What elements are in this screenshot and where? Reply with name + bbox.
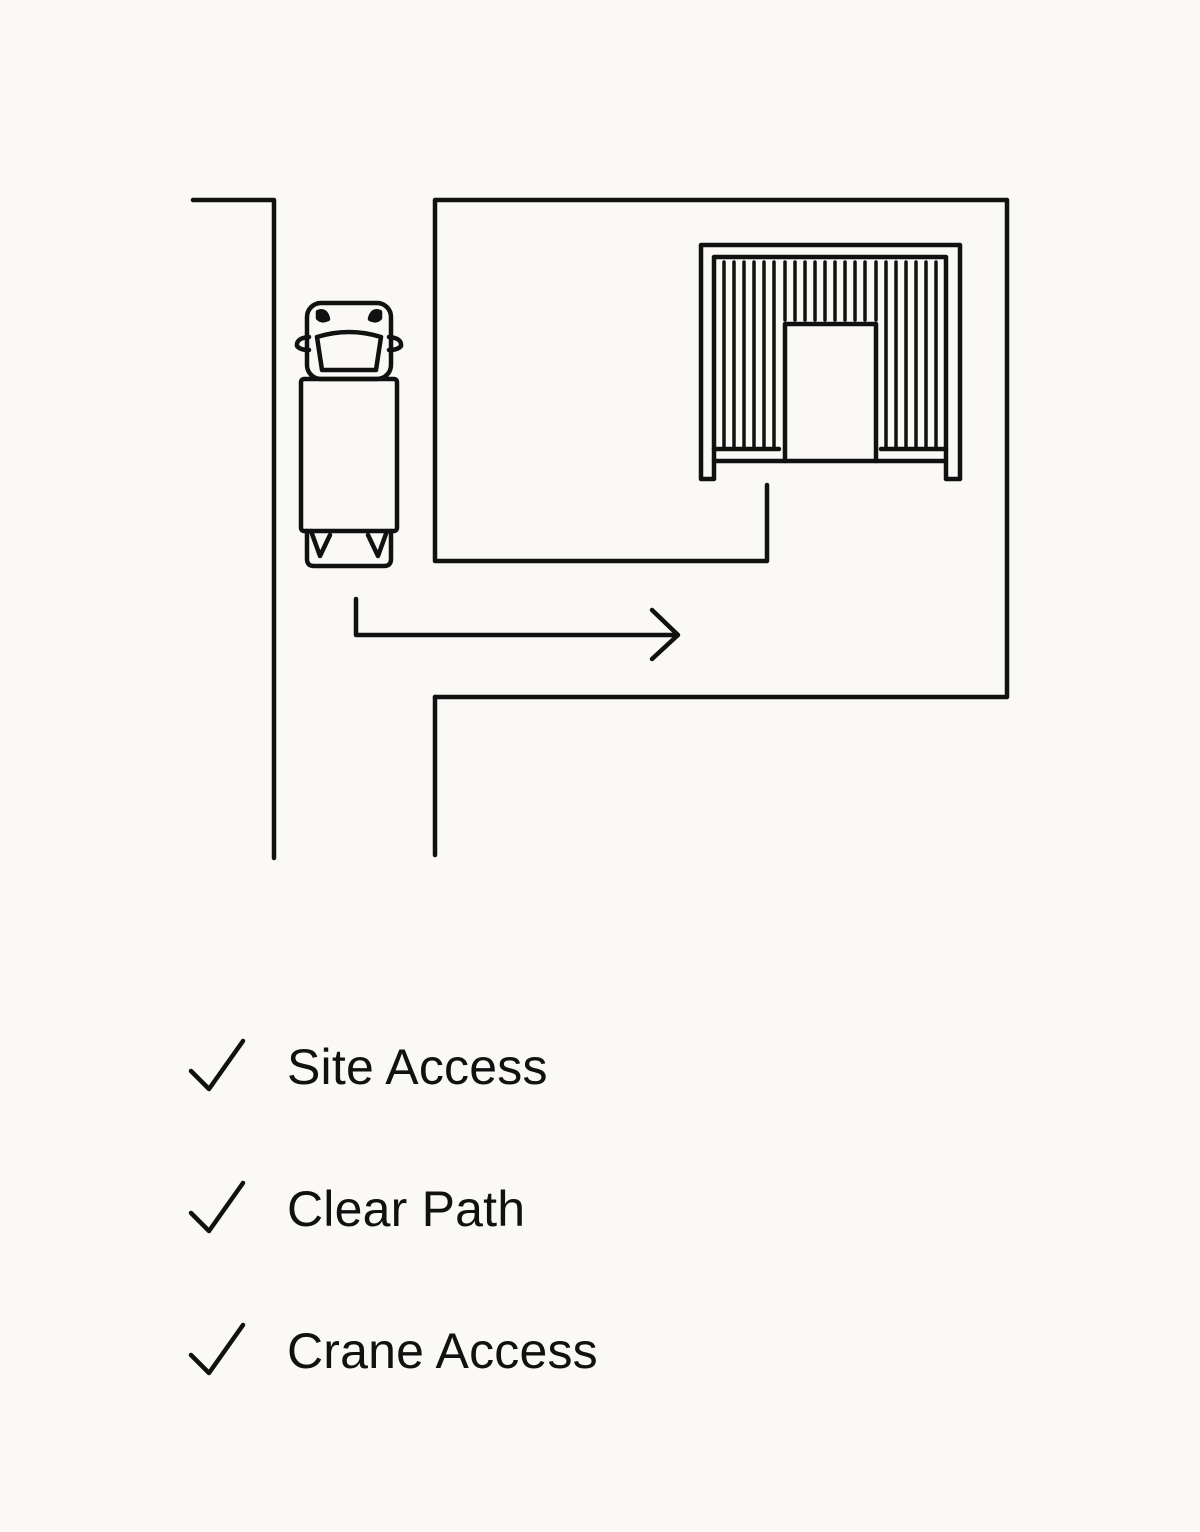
checklist-item-crane-access: Crane Access (185, 1314, 598, 1388)
container-outer-frame (698, 242, 963, 482)
truck-right-mirror (386, 334, 404, 353)
checkmark-icon (188, 1322, 246, 1376)
site-boundary (432, 197, 1010, 700)
truck-rear-right-wing (365, 528, 390, 559)
truck-left-mirror (294, 334, 312, 353)
site-access-diagram (190, 197, 1010, 861)
truck-left-headlight (315, 309, 331, 323)
checklist-item-site-access: Site Access (185, 1030, 598, 1104)
checklist-item-clear-path: Clear Path (185, 1172, 598, 1246)
checkmark-icon (188, 1038, 246, 1092)
container-inner-frame (711, 446, 949, 464)
requirements-checklist: Site Access Clear Path Crane Access (185, 1030, 598, 1388)
delivery-truck (294, 300, 404, 569)
site-outer-boundary (432, 197, 1010, 700)
truck-windshield (314, 329, 384, 373)
arrow-shaft (353, 596, 680, 638)
truck-right-headlight (367, 309, 383, 323)
road (190, 197, 438, 861)
arrow-head (649, 607, 681, 662)
truck-rear (304, 528, 394, 569)
checkmark-icon (188, 1180, 246, 1234)
truck-rear-left-wing (308, 528, 333, 559)
checklist-label: Site Access (287, 1039, 548, 1095)
truck-cargo-box (298, 376, 400, 534)
checklist-label: Crane Access (287, 1323, 598, 1379)
container-doorway (782, 321, 879, 464)
container-unit (698, 242, 963, 482)
road-left-edge (190, 197, 277, 861)
checklist-label: Clear Path (287, 1181, 526, 1237)
container-slats (722, 260, 938, 451)
delivery-path-arrow (353, 596, 681, 662)
